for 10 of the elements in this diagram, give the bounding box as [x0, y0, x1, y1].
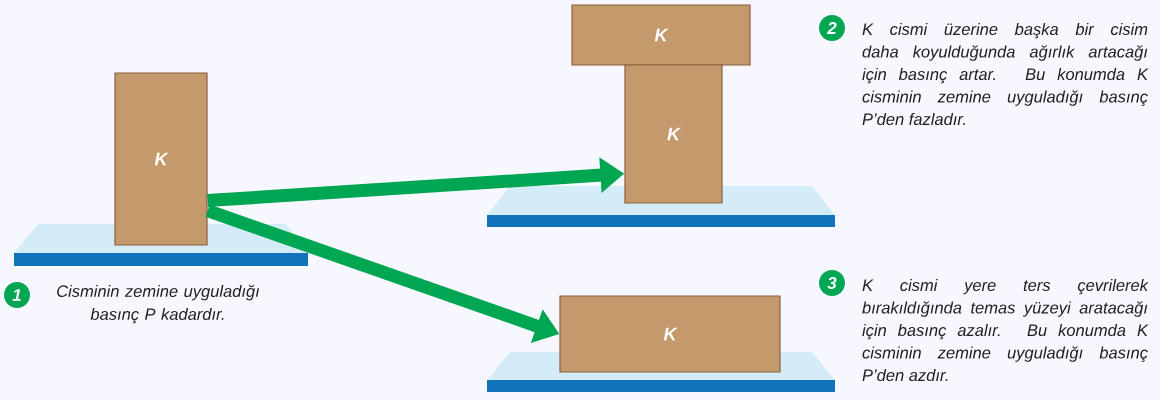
block: K	[624, 64, 723, 204]
number-badge: 2	[819, 15, 845, 41]
block: K	[559, 295, 781, 373]
description: K cismi yere ters çevrilerek bırakıldığında temas yüzeyi aratacağı için basınç azalır. Bu konumda K cisminin zemine uyguladığı basınç P’den azdır.	[862, 278, 1149, 382]
number-badge: 3	[819, 270, 845, 296]
caption: Cisminin zemine uyguladığı basınç P kadardır.	[57, 284, 259, 324]
block: K	[114, 72, 208, 246]
description: K cismi üzerine başka bir cisim daha koyulduğunda ağırlık artacağı için basınç artar. Bu konumda K cisminin zemine uyguladığı basınç P’den fazladır.	[862, 22, 1149, 126]
number-badge: 1	[4, 282, 30, 308]
block: K	[571, 4, 751, 66]
